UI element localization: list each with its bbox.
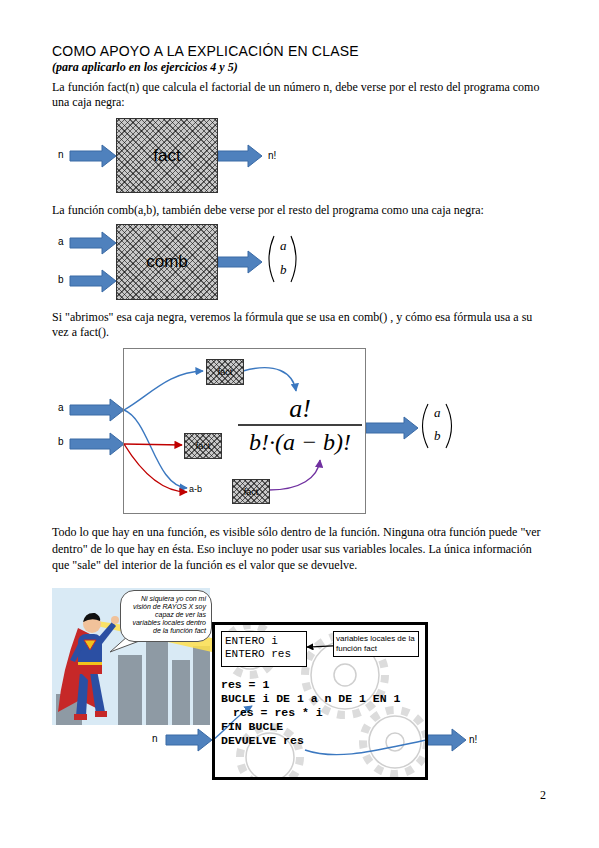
binomial-term: b: [434, 428, 441, 444]
flow-curve: [269, 460, 320, 490]
flow-curve: [213, 706, 427, 755]
code-line: FIN BUCLE: [221, 720, 283, 734]
binomial-bracket: [446, 404, 452, 448]
paragraph: La función comb(a,b), también debe verse…: [52, 203, 549, 218]
function-name: fact: [244, 487, 259, 497]
block-arrow: [166, 729, 212, 751]
fact-box: fact: [206, 359, 244, 385]
speech-bubble: Ni siquiera yo con mi visión de RAYOS X …: [120, 590, 212, 642]
block-arrow: [70, 270, 116, 292]
paragraph: La función fact(n) que calcula el factor…: [52, 80, 549, 109]
flow-curve: [124, 444, 187, 492]
formula-numerator: a!: [236, 395, 364, 423]
binomial-bracket: [423, 404, 429, 448]
output-label: n!: [268, 150, 276, 161]
function-name: fact: [218, 367, 233, 377]
flow-curve: [305, 740, 427, 755]
superhero-figure: [83, 613, 100, 622]
superhero-figure: [74, 714, 87, 720]
output-label: n!: [469, 734, 477, 745]
function-name: fact: [153, 146, 180, 166]
superhero-figure: [58, 613, 119, 720]
binomial-term: a: [280, 238, 287, 254]
formula-panel: a! b!·(a − b)! fact fact fact: [123, 348, 366, 514]
code-line: res = 1: [221, 678, 269, 692]
block-arrow: [366, 417, 418, 439]
page-heading: COMO APOYO A LA EXPLICACIÓN EN CLASE: [52, 43, 359, 59]
block-arrow: [70, 145, 466, 751]
flow-curve: [124, 444, 182, 445]
fact-box: fact: [184, 433, 222, 459]
input-label: n: [58, 149, 64, 160]
fact-box: fact: [116, 118, 218, 193]
fraction-bar: [238, 425, 362, 426]
block-arrow: [218, 145, 262, 167]
comb-box: comb: [116, 224, 218, 300]
speech-text: Ni siquiera yo con mi visión de RAYOS X …: [126, 595, 206, 635]
connector-arrow: [307, 646, 333, 647]
note-box: variables locales de la función fact: [333, 631, 419, 657]
paragraph: Si "abrimos" esa caja negra, veremos la …: [52, 310, 549, 339]
subtitle: (para aplicarlo en los ejercicios 4 y 5): [52, 60, 238, 75]
flow-curve: [124, 371, 203, 410]
block-arrow: [70, 399, 124, 421]
code-declaration: ENTERO i ENTERO res: [225, 635, 303, 661]
code-line: DEVUELVE res: [221, 734, 304, 748]
superhero-figure: [70, 640, 84, 662]
building: [172, 660, 190, 725]
code-line: res = res * i: [233, 706, 323, 720]
binomial-term: a: [434, 405, 441, 421]
flow-curve: [243, 368, 296, 391]
formula-denominator: b!·(a − b)!: [236, 428, 364, 456]
fact-box: fact: [232, 479, 270, 504]
input-label: b: [58, 436, 64, 447]
function-name: fact: [196, 441, 211, 451]
building: [146, 636, 168, 725]
function-name: comb: [146, 252, 188, 272]
block-arrow: [218, 251, 262, 273]
binomial-bracket: [269, 236, 274, 282]
block-arrow: [70, 433, 124, 455]
superhero-figure: [111, 616, 119, 624]
code-box: res = 1BUCLE i DE 1 a n DE 1 EN 1res = r…: [212, 622, 428, 780]
difference-label: a-b: [189, 484, 202, 494]
input-label: a: [58, 402, 64, 413]
code-line: BUCLE i DE 1 a n DE 1 EN 1: [221, 692, 400, 706]
input-label: b: [58, 274, 64, 285]
input-label: a: [58, 236, 64, 247]
building: [118, 655, 142, 725]
paragraph: Todo lo que hay en una función, es visib…: [52, 524, 549, 574]
binomial-term: b: [280, 262, 287, 278]
superhero-figure: [78, 634, 102, 674]
superhero-figure: [84, 640, 96, 650]
note-text: variables locales de la función fact: [336, 634, 416, 654]
flow-curve: [124, 410, 187, 488]
superhero-figure: [78, 664, 102, 674]
fraction-bar: [238, 424, 362, 425]
gear-outline: [334, 664, 356, 686]
binomial-bracket: [291, 236, 296, 282]
gear-outline: [369, 716, 421, 768]
page-number: 2: [540, 788, 546, 803]
input-label: n: [152, 733, 158, 744]
superhero-figure: [95, 711, 107, 717]
block-arrow: [428, 729, 466, 751]
block-arrow: [70, 232, 116, 254]
superhero-figure: [76, 672, 88, 716]
superhero-figure: [78, 662, 102, 665]
declaration-box: ENTERO i ENTERO res: [221, 631, 307, 667]
block-arrow: [70, 145, 116, 167]
superhero-figure: [90, 670, 105, 714]
building: [193, 646, 210, 725]
